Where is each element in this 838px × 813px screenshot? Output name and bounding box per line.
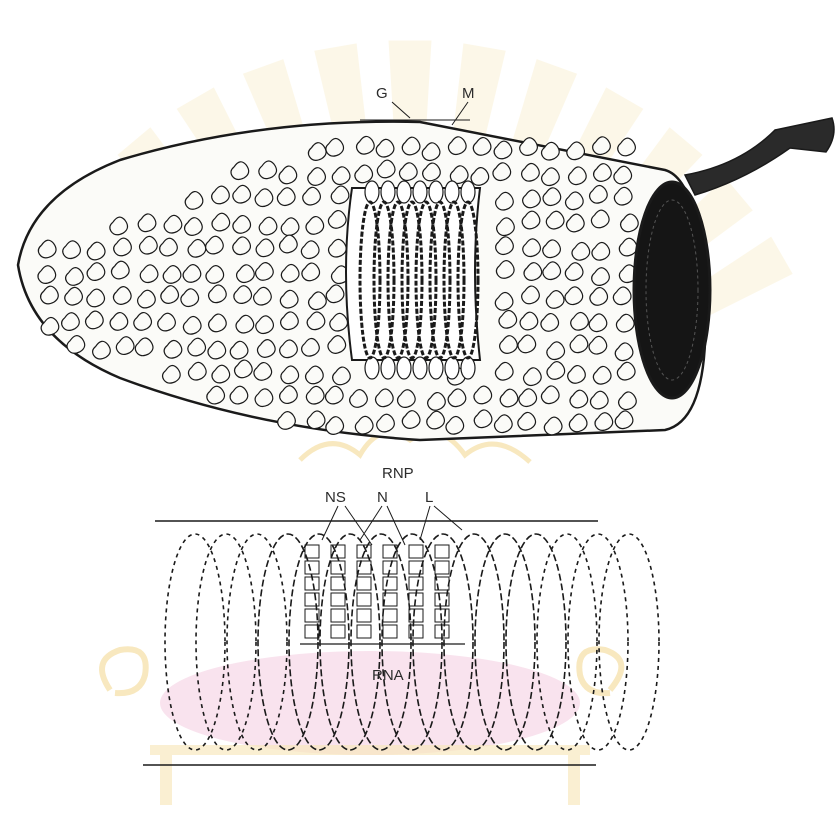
nucleoprotein-block xyxy=(305,625,319,638)
matrix-protein xyxy=(413,181,427,203)
label-g: G xyxy=(376,85,388,102)
matrix-protein xyxy=(413,357,427,379)
nucleoprotein-block xyxy=(357,593,371,606)
label-rna: RNA xyxy=(372,667,404,684)
watermark-leg-left xyxy=(160,755,172,805)
watermark-ornament-left xyxy=(102,649,146,693)
matrix-protein xyxy=(461,357,475,379)
label-ns: NS xyxy=(325,489,346,506)
nucleoprotein-blocks xyxy=(300,545,465,644)
matrix-protein xyxy=(381,357,395,379)
matrix-protein xyxy=(397,357,411,379)
nucleoprotein-block xyxy=(435,561,449,574)
helix-turn xyxy=(599,534,659,750)
glycoprotein-spike xyxy=(567,142,585,160)
matrix-protein xyxy=(429,181,443,203)
label-n: N xyxy=(377,489,388,506)
nucleoprotein-block xyxy=(331,609,345,622)
watermark-ornament-right xyxy=(579,649,621,693)
nucleoprotein-block xyxy=(357,609,371,622)
base-face xyxy=(634,182,710,398)
nucleoprotein-block xyxy=(305,545,319,558)
nucleoprotein-block xyxy=(435,545,449,558)
nucleoprotein-block xyxy=(331,625,345,638)
nucleoprotein-block xyxy=(383,577,397,590)
label-rnp: RNP xyxy=(382,465,414,482)
matrix-protein xyxy=(445,181,459,203)
matrix-protein xyxy=(381,181,395,203)
nucleoprotein-block xyxy=(305,561,319,574)
nucleoprotein-block xyxy=(331,561,345,574)
label-leaders xyxy=(322,506,462,545)
nucleoprotein-block xyxy=(383,561,397,574)
virion-tail xyxy=(685,118,834,195)
matrix-protein xyxy=(429,357,443,379)
nucleoprotein-block xyxy=(357,625,371,638)
matrix-protein xyxy=(365,181,379,203)
label-m: M xyxy=(462,85,475,102)
watermark-leg-right xyxy=(568,755,580,805)
nucleoprotein-block xyxy=(383,625,397,638)
nucleoprotein-block xyxy=(383,609,397,622)
nucleoprotein-block xyxy=(331,593,345,606)
watermark-pink-base xyxy=(160,651,580,755)
matrix-protein xyxy=(445,357,459,379)
helix-turn xyxy=(568,534,628,750)
nucleoprotein-block xyxy=(357,561,371,574)
watermark-base-bar xyxy=(150,745,590,755)
matrix-protein xyxy=(461,181,475,203)
nucleoprotein-block xyxy=(409,545,423,558)
label-l: L xyxy=(425,489,433,506)
matrix-protein xyxy=(397,181,411,203)
nucleoprotein-block xyxy=(409,577,423,590)
nucleoprotein-block xyxy=(357,577,371,590)
nucleoprotein-block xyxy=(305,593,319,606)
matrix-protein xyxy=(365,357,379,379)
